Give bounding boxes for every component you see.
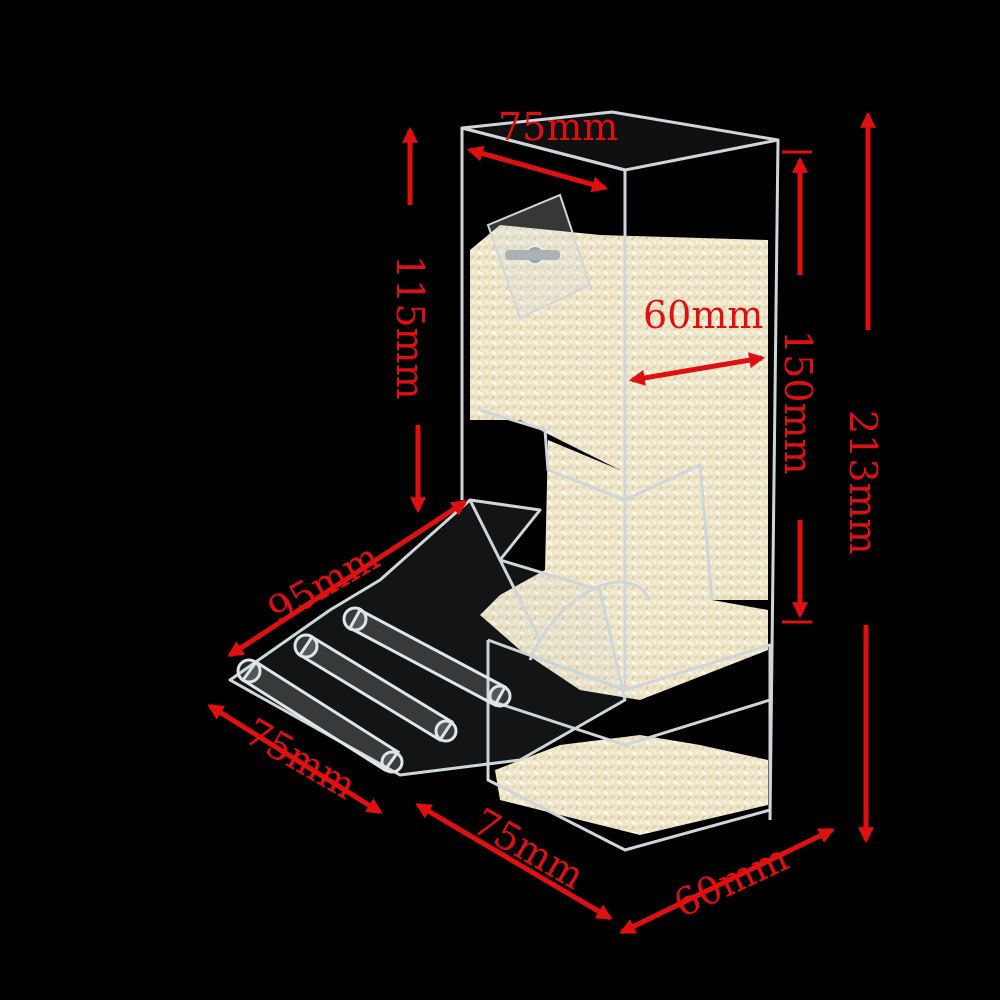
arrow-top-width — [466, 145, 609, 193]
label-top-width: 75mm — [498, 105, 618, 149]
dimension-arrows — [207, 111, 877, 935]
arrow-inner-width — [628, 352, 766, 386]
tray-lip — [487, 698, 771, 747]
arrow-base-depth — [619, 827, 835, 935]
rice-fill-upper — [470, 225, 768, 600]
arrow-perch-width — [207, 703, 383, 815]
label-inner-width: 60mm — [643, 293, 763, 337]
arrow-perch-length — [227, 499, 468, 658]
label-total-height: 213mm — [841, 410, 885, 555]
arrow-base-length — [415, 802, 613, 921]
label-body-height: 150mm — [776, 330, 820, 475]
label-upper-height: 115mm — [388, 255, 432, 400]
box-side-edge — [461, 126, 627, 690]
screw-plate — [486, 193, 592, 320]
tray-outline — [486, 638, 772, 852]
hopper-baffle — [479, 408, 714, 601]
